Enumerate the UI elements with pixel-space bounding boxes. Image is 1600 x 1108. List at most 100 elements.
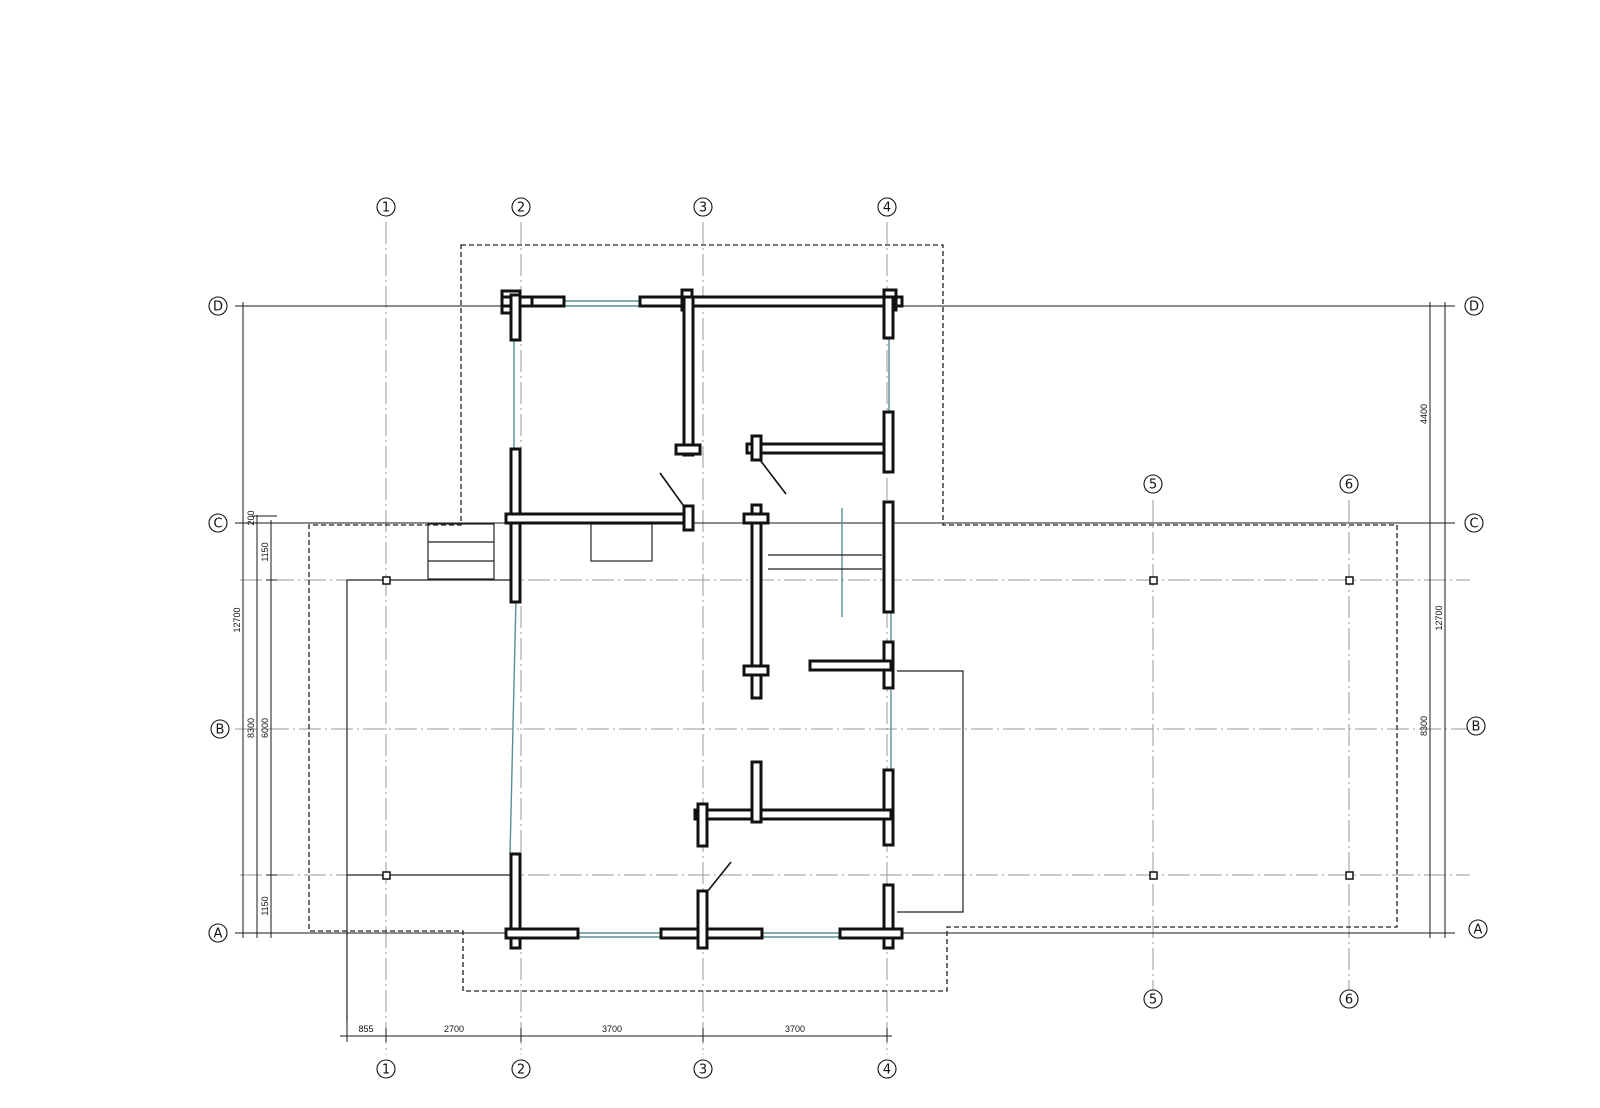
wall-interior-upper-right xyxy=(745,442,893,455)
dim-left-mid-8300: 8300 xyxy=(246,718,256,738)
bubble-row-b-right xyxy=(1466,716,1486,736)
bubble-col-4-top xyxy=(877,197,897,217)
wall-east-2 xyxy=(882,410,895,474)
dim-bottom-3700-b: 3700 xyxy=(785,1024,805,1034)
bubble-row-d-right-label: D xyxy=(1469,300,1479,315)
wall-west-bottom xyxy=(509,852,522,950)
bubble-col-4-bottom xyxy=(877,1059,897,1079)
door-swing-3 xyxy=(706,861,732,893)
bubble-col-6-top-label: 6 xyxy=(1345,478,1353,493)
bubble-row-a-left-label: A xyxy=(214,927,223,942)
posts xyxy=(382,576,1354,880)
dim-right-outer-12700: 12700 xyxy=(1434,605,1444,630)
wall-west-top xyxy=(509,293,522,342)
wall-south-east xyxy=(838,927,904,940)
bubble-row-c-left xyxy=(208,513,228,533)
bubble-col-6-top xyxy=(1339,474,1359,494)
bubble-col-6-bottom xyxy=(1339,989,1359,1009)
dimension-chains xyxy=(242,302,1446,1042)
bubble-col-2-top xyxy=(511,197,531,217)
dim-left-inner-1150-bottom: 1150 xyxy=(260,896,270,915)
wall-knob-3-upper xyxy=(674,443,702,456)
dim-right-inner-8300: 8300 xyxy=(1419,716,1429,736)
bubble-col-2-bottom-label: 2 xyxy=(517,1063,525,1078)
bubble-col-5-top xyxy=(1143,474,1163,494)
wall-west-mid xyxy=(509,447,522,604)
bubble-col-4-bottom-label: 4 xyxy=(883,1063,891,1078)
wall-interior-lower xyxy=(693,808,893,821)
post-6-upper xyxy=(1345,576,1354,585)
wall-south-stub-3 xyxy=(696,889,709,950)
bubble-row-b-left-label: B xyxy=(216,723,225,738)
log-walls xyxy=(500,288,904,950)
dim-right-inner-4400: 4400 xyxy=(1419,404,1429,424)
bubble-row-b-right-label: B xyxy=(1472,720,1481,735)
bubble-row-a-left xyxy=(208,923,228,943)
bubble-col-3-bottom xyxy=(693,1059,713,1079)
bubble-col-5-bottom xyxy=(1143,989,1163,1009)
post-5-lower xyxy=(1149,871,1158,880)
bubble-col-3-top-label: 3 xyxy=(699,201,707,216)
wall-north-main xyxy=(638,295,904,308)
bubble-col-3-bottom-label: 3 xyxy=(699,1063,707,1078)
dim-bottom-855: 855 xyxy=(358,1024,373,1034)
wall-east-stub-mid xyxy=(808,659,893,672)
wall-east-1 xyxy=(882,295,895,340)
dimension-labels: 855 2700 3700 3700 12700 200 8300 1150 6… xyxy=(232,404,1444,1034)
terrace-outlines xyxy=(346,523,964,1022)
wall-central-knob-bottom xyxy=(742,664,770,677)
bubble-col-5-bottom-label: 5 xyxy=(1149,993,1157,1008)
bubble-col-4-top-label: 4 xyxy=(883,201,891,216)
wall-knob-upper-right xyxy=(750,434,763,462)
west-terrace-outline xyxy=(346,579,510,1022)
wall-south-mid xyxy=(659,927,764,940)
bubble-row-c-right xyxy=(1464,513,1484,533)
bubble-row-c-left-label: C xyxy=(213,517,222,532)
bubble-col-1-top xyxy=(376,197,396,217)
dim-bottom-3700-a: 3700 xyxy=(602,1024,622,1034)
stove-block xyxy=(590,523,653,562)
dim-bottom-2700: 2700 xyxy=(444,1024,464,1034)
wall-south-west xyxy=(504,927,580,940)
door-swing-1 xyxy=(659,472,684,506)
bubble-row-d-left xyxy=(208,296,228,316)
wall-east-5 xyxy=(882,768,895,847)
bubble-col-1-bottom xyxy=(376,1059,396,1079)
wall-central-vertical xyxy=(750,503,763,700)
door-swing-2 xyxy=(759,459,787,495)
door-swings xyxy=(659,459,787,893)
bubble-row-a-right-label: A xyxy=(1474,923,1483,938)
bubble-col-2-top-label: 2 xyxy=(517,201,525,216)
bubble-col-6-bottom-label: 6 xyxy=(1345,993,1353,1008)
wall-interior-3-upper xyxy=(682,295,695,457)
wall-interior-lower-v2 xyxy=(696,802,709,848)
window-west-2 xyxy=(509,597,517,856)
bubble-row-c-right-label: C xyxy=(1469,517,1478,532)
bubble-col-3-top xyxy=(693,197,713,217)
wall-interior-lower-v1 xyxy=(750,760,763,824)
bubble-row-b-left xyxy=(210,719,230,739)
bubble-row-a-right xyxy=(1468,919,1488,939)
entrance-steps xyxy=(427,523,495,580)
wall-east-3 xyxy=(882,500,895,614)
grid-bubbles: 1 2 3 4 5 6 1 2 3 4 5 6 D C B A D xyxy=(208,197,1488,1079)
bubble-col-2-bottom xyxy=(511,1059,531,1079)
post-1-lower xyxy=(382,871,391,880)
dim-left-outer-12700: 12700 xyxy=(232,607,242,632)
wall-knob-c-end xyxy=(682,504,695,532)
glazing xyxy=(509,300,892,938)
wall-central-knob-top xyxy=(742,512,770,525)
bubble-col-1-bottom-label: 1 xyxy=(382,1063,390,1078)
wall-c-row xyxy=(504,512,695,525)
dim-left-mid-200: 200 xyxy=(246,510,256,525)
dim-left-inner-6000: 6000 xyxy=(260,718,270,738)
post-5-upper xyxy=(1149,576,1158,585)
roof-overhang-outline xyxy=(308,244,1398,992)
bubble-col-5-top-label: 5 xyxy=(1149,478,1157,493)
east-porch-outline xyxy=(897,670,964,913)
bubble-col-1-top-label: 1 xyxy=(382,201,390,216)
bubble-row-d-right xyxy=(1464,296,1484,316)
wall-east-6 xyxy=(882,883,895,950)
post-6-lower xyxy=(1345,871,1354,880)
